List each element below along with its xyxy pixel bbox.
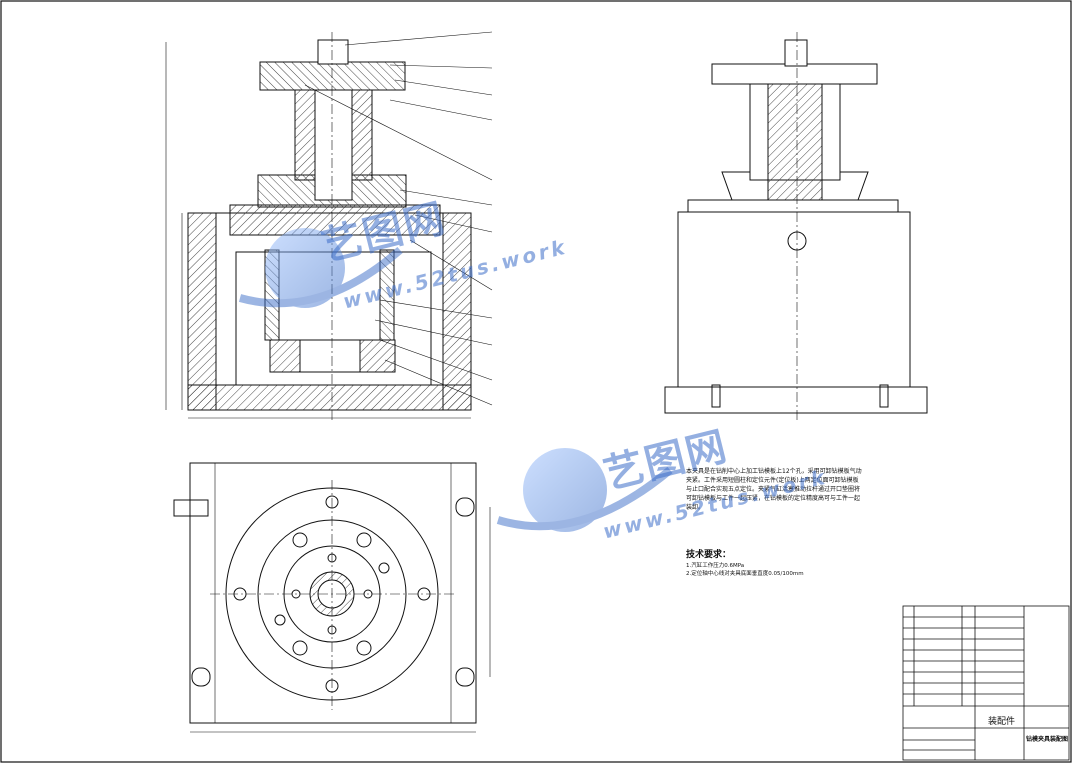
top-view [173,462,491,733]
technical-requirements: 技术要求： 1.汽缸工作压力0.6MPa 2.定位轴中心线对夹具底面垂直度0.0… [686,547,886,578]
assembly-label: 装配件 [988,717,1016,727]
tech-requirement-1: 1.汽缸工作压力0.6MPa [686,563,745,569]
drawing-name: 钻模夹具装配图 [1026,736,1069,743]
watermark-logo-1 [238,228,403,308]
front-section-view [165,31,493,420]
title-block [902,605,1070,761]
side-view [664,32,928,420]
tech-requirement-2: 2.定位轴中心线对夹具底面垂直度0.05/100mm [686,571,804,577]
watermark-logo-2 [496,448,673,532]
tech-requirements-title: 技术要求： [686,550,732,560]
design-description: 本夹具是在钻削中心上加工钻模板上12个孔，采用可卸钻模板气动夹紧。工件采用短圆柱… [686,468,862,511]
